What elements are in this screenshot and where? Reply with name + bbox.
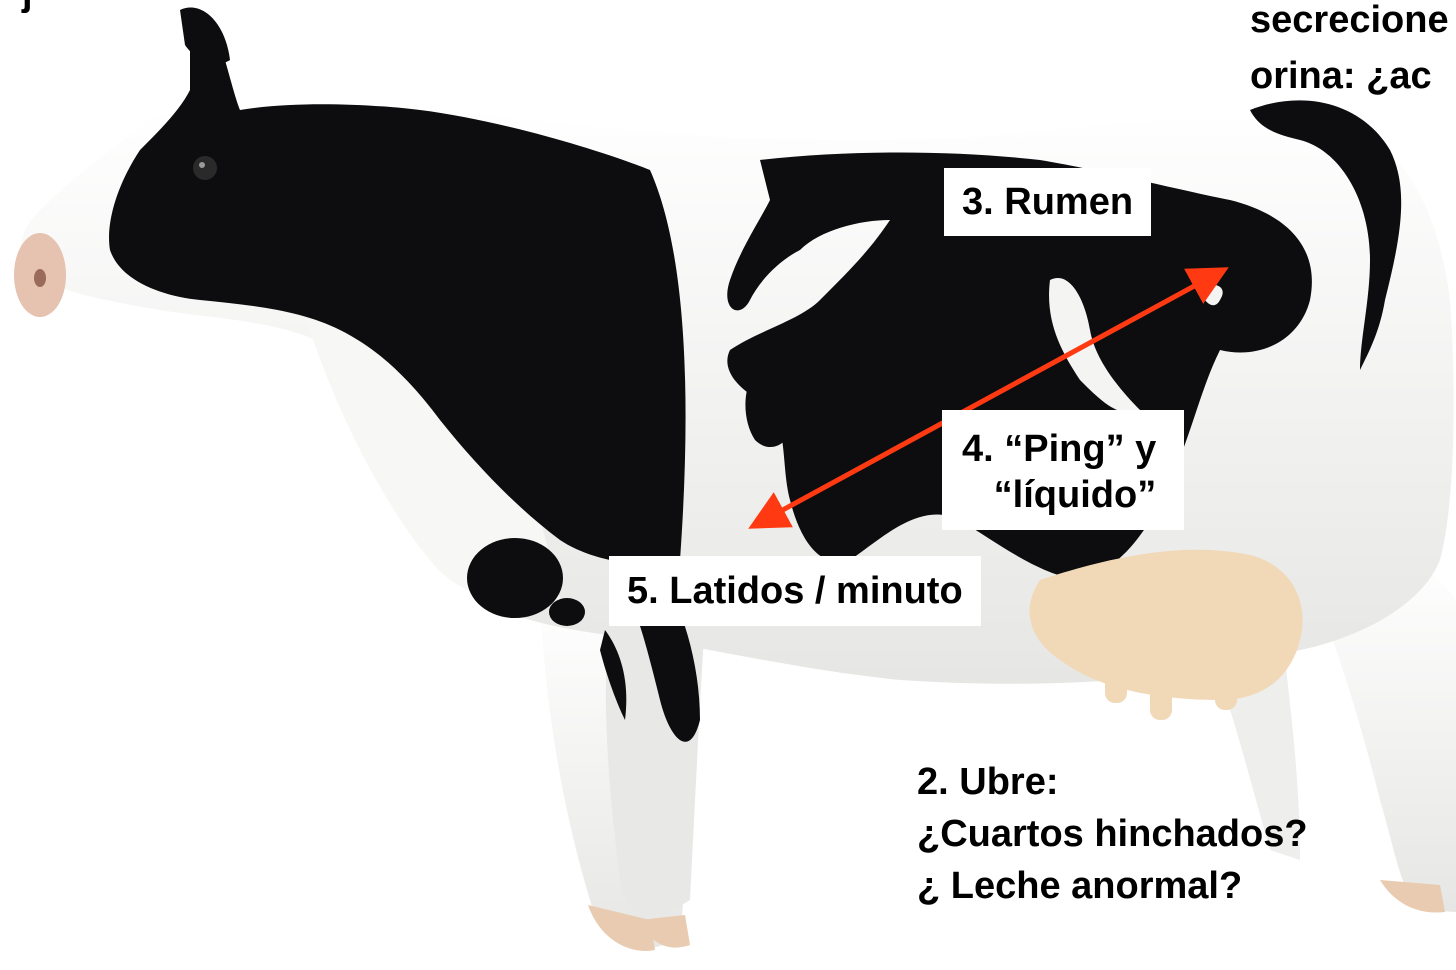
label-heart-rate: 5. Latidos / minuto bbox=[609, 556, 981, 626]
label-rumen: 3. Rumen bbox=[944, 168, 1151, 236]
label-left-fragment: j bbox=[22, 0, 33, 18]
label-secretions: secrecione orina: ¿ac bbox=[1250, 0, 1449, 104]
label-udder: 2. Ubre: ¿Cuartos hinchados? ¿ Leche ano… bbox=[917, 756, 1308, 912]
label-ping-liquid: 4. “Ping” y “líquido” bbox=[942, 410, 1184, 530]
